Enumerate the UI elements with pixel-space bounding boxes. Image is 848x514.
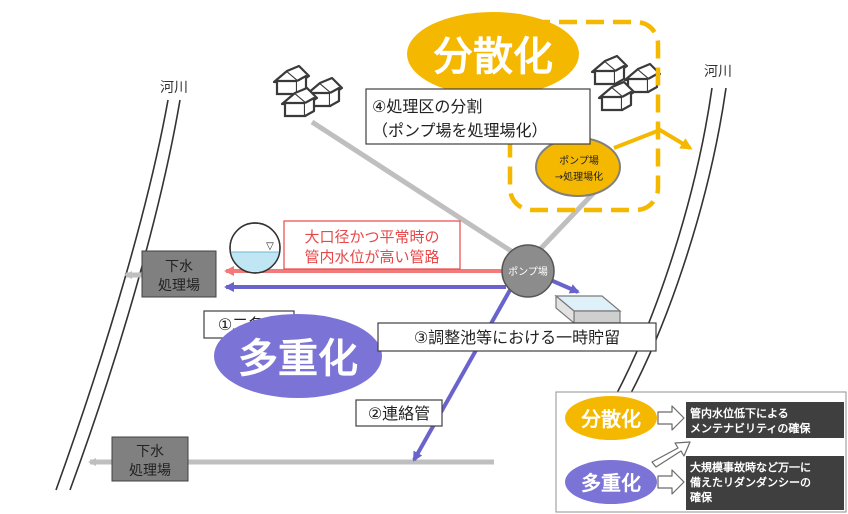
treatment-plant-upper-line2: 処理場 — [158, 278, 200, 294]
legend-decentralization-benefit-box — [686, 402, 844, 438]
high-level-pipe-label-box — [283, 220, 461, 270]
pipe-cross-section-icon: ▽ — [229, 222, 281, 274]
connecting-pipe-label: ②連絡管 — [368, 404, 430, 423]
pump-to-plant-circle — [535, 137, 621, 197]
treatment-plant-lower — [111, 436, 189, 482]
division-label-line1: ④処理区の分割 — [372, 97, 482, 116]
high-level-pipe-label-line1: 大口径かつ平常時の — [304, 228, 439, 246]
legend: 分散化 多重化 管内水位低下による メンテナビリティの確保 大規模事故時など万一… — [555, 391, 847, 513]
treatment-plant-upper — [141, 250, 217, 298]
pump-to-plant-label-line2: →処理場化 — [555, 170, 603, 183]
storage-pond-icon — [554, 294, 622, 325]
storage-pond-label: ③調整池等における一時貯留 — [414, 328, 620, 347]
legend-multiplexing-benefit-box — [686, 456, 844, 510]
house-cluster-right-icon — [590, 54, 662, 112]
decentralization-big-label: 分散化 — [433, 34, 553, 80]
water-level-icon: ▽ — [266, 241, 274, 252]
legend-multiplexing-benefit-line2: 備えたリダンダンシーの — [690, 475, 811, 489]
decentralization-ellipse — [407, 12, 579, 96]
legend-decentralization-benefit-line2: メンテナビリティの確保 — [690, 421, 811, 435]
decentralized-outflow-arrow — [613, 128, 693, 150]
legend-multiplexing-badge — [565, 460, 657, 504]
legend-multiplexing-benefit-line1: 大規模事故時など万一に — [690, 460, 811, 474]
division-label-line2: （ポンプ場を処理場化） — [372, 121, 548, 140]
legend-decentralization-label: 分散化 — [581, 407, 641, 431]
treatment-plant-upper-line1: 下水 — [165, 259, 193, 275]
pump-station-icon — [501, 244, 555, 298]
high-level-pipe-label-line2: 管内水位が高い管路 — [304, 248, 439, 266]
legend-decentralization-badge — [565, 396, 657, 440]
storage-pond-label-box — [377, 322, 657, 352]
pump-to-plant-label-line1: ポンプ場 — [559, 154, 599, 167]
river-right — [595, 87, 727, 431]
legend-arrow-icons — [651, 405, 691, 495]
house-cluster-left-icon — [272, 64, 344, 118]
pump-station-label: ポンプ場 — [508, 265, 548, 278]
river-label-right: 河川 — [704, 64, 732, 80]
connecting-pipe-label-box — [355, 399, 443, 427]
division-label-box — [365, 88, 591, 145]
treatment-plant-lower-line2: 処理場 — [129, 463, 171, 479]
multiplexing-big-label: 多重化 — [238, 336, 358, 382]
treatment-plant-lower-line1: 下水 — [136, 444, 164, 460]
legend-decentralization-benefit-line1: 管内水位低下による — [690, 406, 789, 420]
legend-multiplexing-label: 多重化 — [581, 471, 641, 495]
legend-multiplexing-benefit-line3: 確保 — [690, 490, 713, 504]
river-label-left: 河川 — [160, 80, 188, 96]
multiplexing-ellipse — [214, 314, 382, 398]
